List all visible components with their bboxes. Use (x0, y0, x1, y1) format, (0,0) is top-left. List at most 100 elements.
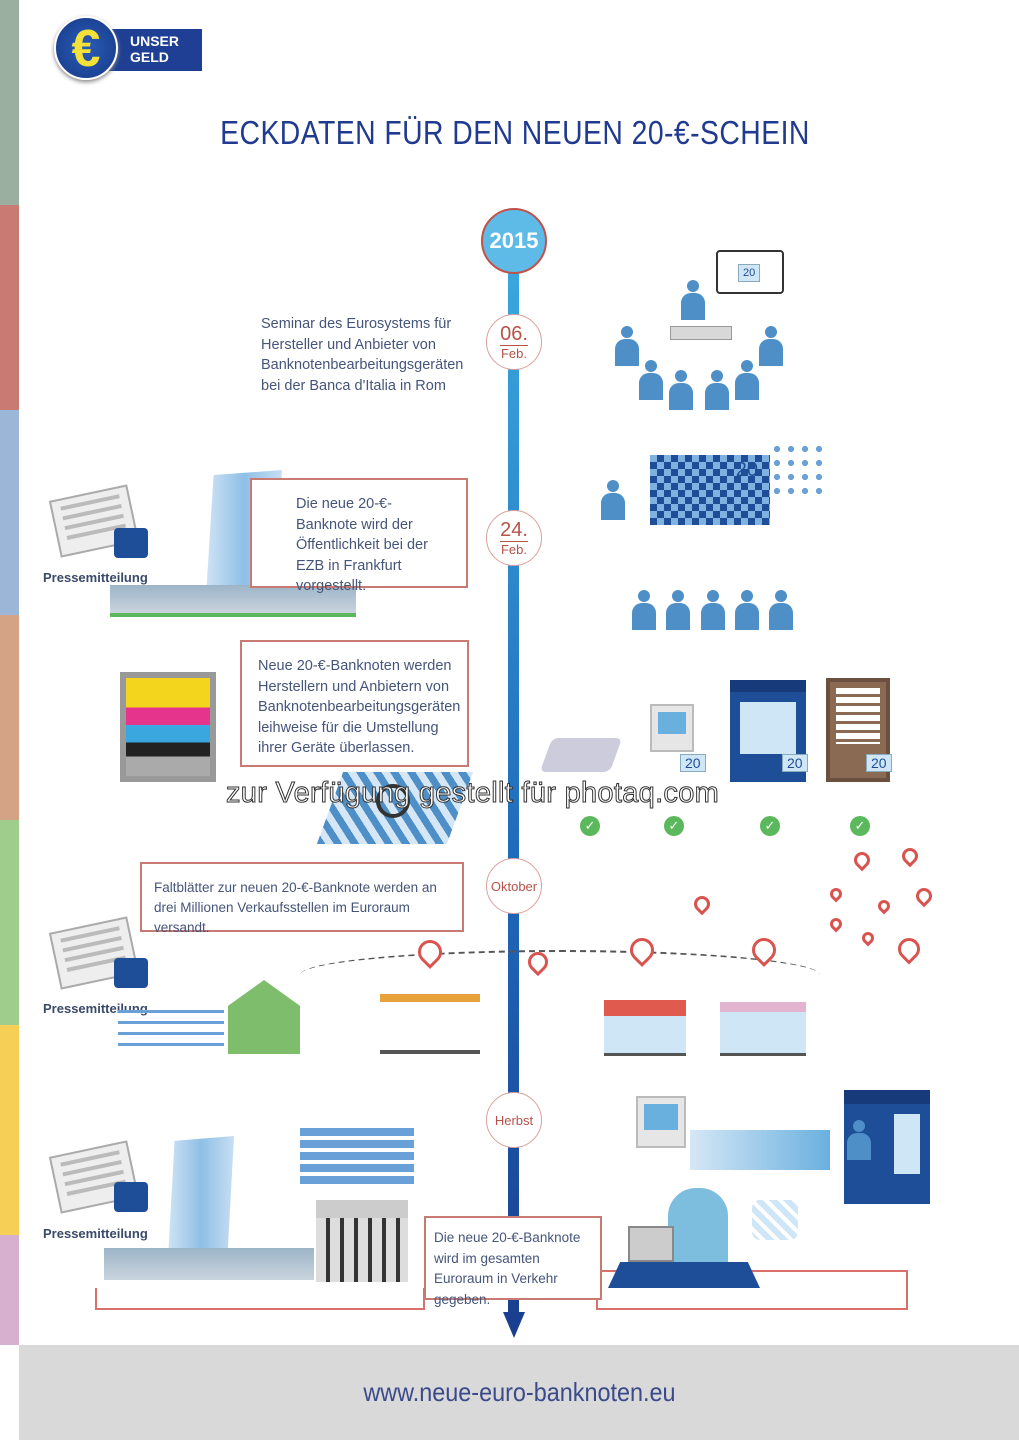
speed-lines (118, 1010, 224, 1054)
check-icon: ✓ (850, 816, 870, 836)
presenter-illustration: 20 (612, 248, 792, 410)
ecb-tower-illustration (168, 1136, 234, 1258)
cash-register-icon (628, 1226, 674, 1262)
event-presentation-text: Die neue 20-€-Banknote wird der Öffentli… (296, 496, 428, 594)
megaphone-icon (114, 528, 148, 558)
audience-icon (768, 590, 794, 630)
event-leaflets-box: Faltblätter zur neuen 20-€-Banknote werd… (140, 862, 464, 935)
map-pin-icon (859, 929, 877, 947)
presenter-icon (680, 280, 712, 328)
event-loan-text: Neue 20-€-Banknoten werden Herstellern u… (258, 658, 461, 756)
timeline-axis (508, 270, 519, 1320)
map-pin-icon (690, 892, 714, 916)
delivery-path (300, 950, 820, 1000)
event-presentation-box: Die neue 20-€-Banknote wird der Öffentli… (250, 478, 468, 594)
date-marker: 24.Feb. (486, 510, 542, 566)
date-day: 24. (500, 519, 528, 542)
central-bank-icon (316, 1200, 408, 1282)
event-loan-box: Neue 20-€-Banknoten werden Herstellern u… (240, 640, 469, 767)
pixel-fragments-icon (770, 442, 826, 496)
audience-icon (638, 360, 664, 400)
check-icon: ✓ (664, 816, 684, 836)
map-pin-icon (912, 884, 936, 908)
audience-icon (614, 326, 640, 366)
atm-icon (650, 704, 694, 752)
ecb-building-illustration (110, 585, 356, 617)
press-release-label: Pressemitteilung (43, 1226, 148, 1241)
counting-machine-icon (539, 738, 623, 772)
logo-line1: UNSER (130, 33, 180, 49)
color-stripe (0, 410, 19, 615)
logo: UNSER GELD € (54, 16, 204, 82)
audience-icon (700, 590, 726, 630)
check-icon: ✓ (580, 816, 600, 836)
banknote-pixel-illustration: 20 (650, 455, 770, 525)
presenter-icon (600, 480, 630, 570)
color-stripe (0, 0, 19, 205)
ticket-machine-icon (730, 680, 806, 782)
check-icon: ✓ (760, 816, 780, 836)
banknote-stacks-icon (300, 1128, 414, 1186)
sorting-machine-illustration (120, 672, 216, 782)
date-month: Feb. (500, 542, 527, 557)
color-stripe (0, 615, 19, 820)
audience-icon (758, 326, 784, 366)
date-day: 06. (500, 323, 528, 346)
color-stripe (0, 820, 19, 1025)
note-20-badge: 20 (782, 754, 808, 772)
date-marker: 06.Feb. (486, 314, 542, 370)
note-value: 20 (738, 264, 761, 282)
audience-icon (631, 590, 657, 630)
event-circulation-text: Die neue 20-€-Banknote wird im gesamten … (434, 1230, 581, 1307)
euro-coin-icon: € (54, 16, 118, 80)
megaphone-icon (114, 1182, 148, 1212)
lectern-icon (670, 326, 732, 340)
map-pin-icon (827, 915, 845, 933)
note-20-badge: 20 (866, 754, 892, 772)
magnifier-icon (376, 784, 410, 818)
cashier-icon (668, 1188, 728, 1268)
event-circulation-box: Die neue 20-€-Banknote wird im gesamten … (424, 1216, 602, 1307)
boutique-icon (720, 1002, 806, 1056)
gas-station-icon (380, 994, 480, 1054)
date-marker: Herbst (486, 1092, 542, 1148)
logo-line2: GELD (130, 49, 169, 65)
timeline-arrow-icon (503, 1312, 525, 1338)
customer-icon (846, 1120, 874, 1206)
watermark: zur Verfügung gestellt für photaq.com (225, 777, 720, 810)
logo-banner: UNSER GELD (104, 29, 202, 71)
year-badge: 2015 (481, 208, 547, 274)
audience-icon (704, 370, 730, 410)
audience-icon (665, 590, 691, 630)
counter-icon (608, 1262, 760, 1288)
speech-bubble-icon: 20 (716, 250, 784, 294)
footer-url-bar: www.neue-euro-banknoten.eu (19, 1345, 1019, 1440)
map-pin-icon (893, 933, 925, 965)
flow-arrow-icon (690, 1130, 830, 1170)
vending-machine-icon (826, 678, 890, 782)
map-pin-icon (850, 848, 874, 872)
audience-icon (668, 370, 694, 410)
date-marker: Oktober (486, 858, 542, 914)
event-leaflets-text: Faltblätter zur neuen 20-€-Banknote werd… (154, 880, 437, 935)
ecb-building-illustration (104, 1248, 314, 1280)
event-seminar-text: Seminar des Eurosystems für Hersteller u… (261, 316, 464, 394)
audience-icon (734, 590, 760, 630)
note-value: 20 (735, 459, 758, 481)
date-month: Feb. (500, 346, 527, 361)
audience-icon (734, 360, 760, 400)
envelope-icon (228, 980, 300, 1054)
map-pin-icon (898, 844, 922, 868)
note-20-badge: 20 (680, 754, 706, 772)
color-stripe (0, 205, 19, 410)
website-link[interactable]: www.neue-euro-banknoten.eu (362, 1377, 676, 1407)
atm-icon (636, 1096, 686, 1148)
color-stripe (0, 1025, 19, 1235)
shop-icon (604, 1000, 686, 1056)
banknotes-hand-icon (752, 1200, 798, 1240)
press-release-label: Pressemitteilung (43, 570, 148, 585)
page-title: ECKDATEN FÜR DEN NEUEN 20-€-SCHEIN (220, 114, 810, 151)
map-pin-icon (827, 885, 845, 903)
map-pin-icon (875, 897, 893, 915)
ribbon-banner (95, 1288, 425, 1310)
